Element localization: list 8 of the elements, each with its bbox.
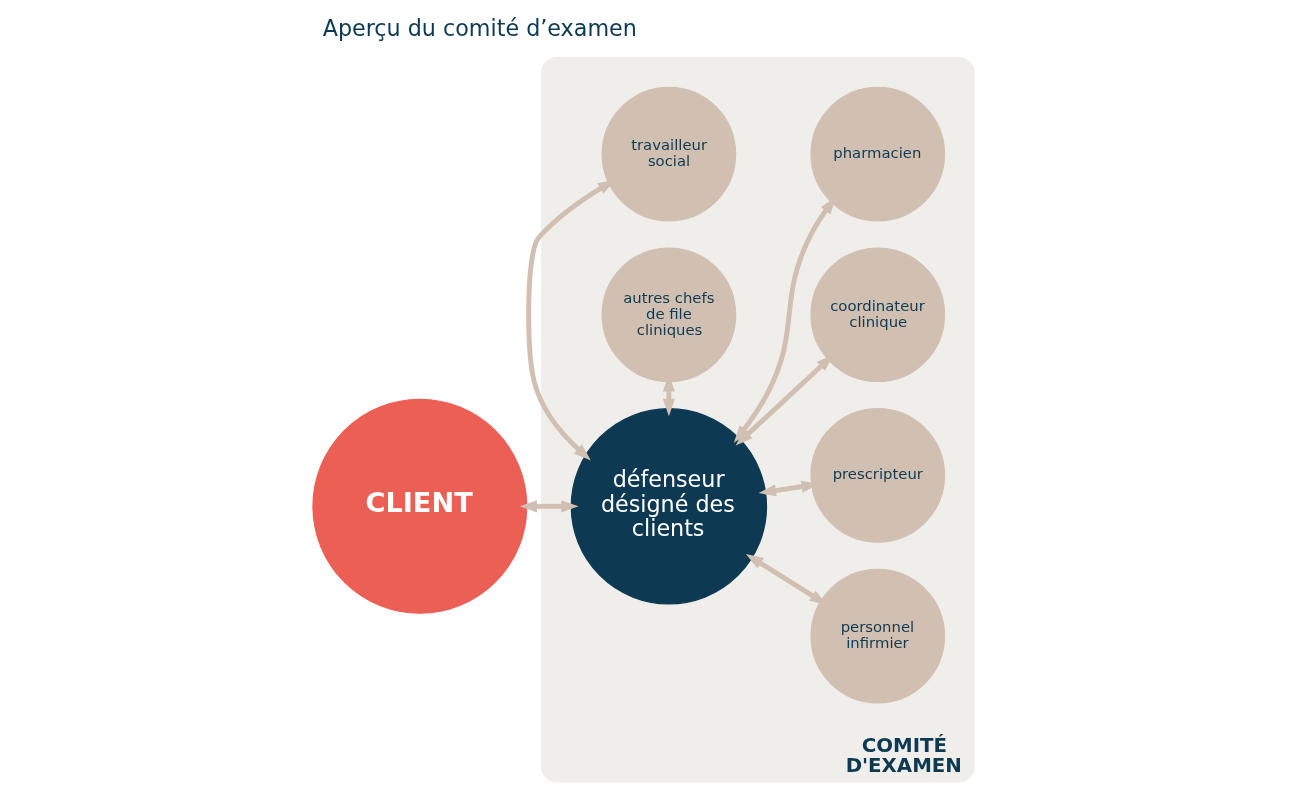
node-circle: pharmacien <box>810 86 946 222</box>
node-circle: autres chefs de file cliniques <box>601 247 737 383</box>
node-circle: coordinateur clinique <box>810 247 946 383</box>
node-circle: prescripteur <box>810 408 946 543</box>
diagram-title: Aperçu du comité d’examen <box>322 14 637 41</box>
node-circle: CLIENT <box>312 398 528 614</box>
arrow <box>519 500 579 513</box>
node-circle: travailleur social <box>601 86 737 222</box>
